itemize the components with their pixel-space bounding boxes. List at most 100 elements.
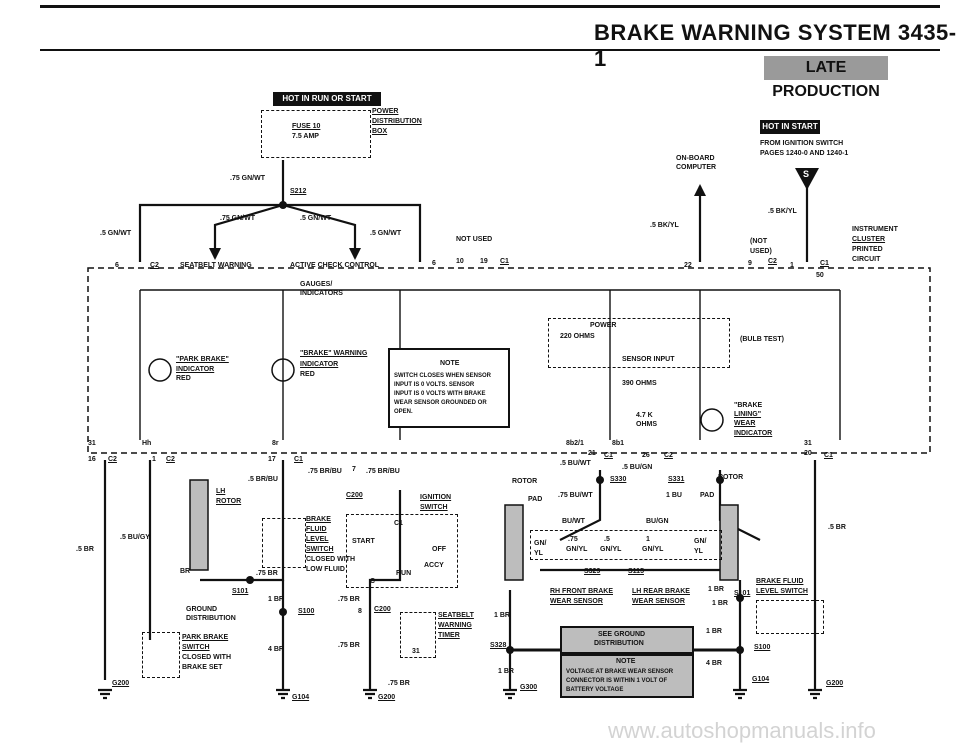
pin-1: 1 <box>790 262 794 269</box>
brake-fluid-label-1: BRAKE <box>306 516 331 523</box>
park-brake-bulb <box>148 358 172 382</box>
pad-label-a: PAD <box>528 496 543 503</box>
wire-label-75br-a: .75 BR <box>256 570 278 577</box>
hot-in-run-or-start-label: HOT IN RUN OR START <box>273 92 381 106</box>
wire-label-br: BR <box>180 568 191 575</box>
splice-label-s212: S212 <box>290 188 307 195</box>
seatbelt-timer-label-3: TIMER <box>438 632 460 639</box>
ground-label-g200-c: G200 <box>826 680 844 687</box>
arrow-seatbelt <box>209 248 221 260</box>
gauges-label-1: GAUGES/ <box>300 281 333 288</box>
dist-box-label-2: DISTRIBUTION <box>372 118 422 125</box>
ignition-switch-label-1: IGNITION <box>420 494 452 501</box>
wire-acc-feed <box>282 203 357 258</box>
sensor-v1: 1 <box>646 536 650 543</box>
wire-label-75br-c: .75 BR <box>338 642 360 649</box>
connector-c1-d: C1 <box>604 452 613 459</box>
brake-warning-bulb <box>271 358 295 382</box>
wire-label-5bkyl-b: .5 BK/YL <box>768 208 797 215</box>
power-label: POWER <box>590 322 617 329</box>
park-brake-switch-box <box>142 632 180 678</box>
pin-20: 20 <box>804 450 812 457</box>
not-used-label-b: (NOT <box>750 238 768 245</box>
pin-16: 16 <box>88 456 96 463</box>
obc-label-2: COMPUTER <box>676 164 717 171</box>
lining-indicator-label-3: WEAR <box>734 420 756 427</box>
rh-rotor-a-shape <box>504 504 524 581</box>
fluid-level-switch-label-1: BRAKE FLUID <box>756 578 804 585</box>
connector-c2-e: C2 <box>664 452 673 459</box>
watermark: www.autoshopmanuals.info <box>608 718 876 743</box>
connector-c2-a: C2 <box>150 262 159 269</box>
s-marker: S <box>803 169 810 179</box>
splice-label-s331: S331 <box>668 476 685 483</box>
wire-label-1br-e: 1 BR <box>712 600 728 607</box>
wire-label-4br-a: 4 BR <box>268 646 284 653</box>
connector-c2-c: C2 <box>108 456 117 463</box>
splice-label-s100-b: S100 <box>754 644 771 651</box>
pin-10: 10 <box>456 258 464 265</box>
dist-box-label-3: BOX <box>372 128 388 135</box>
arrow-active-check <box>349 248 361 260</box>
fuse-label: FUSE 10 <box>292 123 321 130</box>
wire-rotor-a <box>559 470 602 541</box>
sensor-v75: .75 <box>568 536 578 543</box>
note2-title: NOTE <box>616 658 636 665</box>
pin-1-b: 1 <box>152 456 156 463</box>
not-used-label-a: NOT USED <box>456 236 493 243</box>
note-box-cluster: NOTE SWITCH CLOSES WHEN SENSOR INPUT IS … <box>388 348 510 428</box>
fluid-level-switch-box <box>756 600 824 634</box>
wire-label-1br-b: 1 BR <box>494 612 510 619</box>
note-box-sensor: NOTE VOLTAGE AT BRAKE WEAR SENSOR CONNEC… <box>560 654 694 698</box>
brake-fluid-label-2: FLUID <box>306 526 327 533</box>
ignition-c: C <box>370 578 376 585</box>
splice-s101b <box>736 594 744 602</box>
lh-rotor-label-2: ROTOR <box>216 498 242 505</box>
ground-symbol-g104a <box>276 688 290 700</box>
pin-hh: Hh <box>142 440 152 447</box>
seatbelt-timer-box <box>400 612 436 658</box>
splice-s212 <box>279 201 287 209</box>
pin-9: 9 <box>748 260 752 267</box>
ignition-switch-label-2: SWITCH <box>420 504 448 511</box>
splice-s330 <box>596 476 604 484</box>
wire-seatbelt-feed <box>213 203 284 258</box>
wire-label-1br-a: 1 BR <box>268 596 284 603</box>
lining-indicator-label-4: INDICATOR <box>734 430 773 437</box>
page-title: BRAKE WARNING SYSTEM 3435-1 <box>594 20 957 71</box>
ground-label-g200-b: G200 <box>378 694 396 701</box>
brake-fluid-label-6: LOW FLUID <box>306 566 345 573</box>
brake-fluid-label-3: LEVEL <box>306 536 329 543</box>
resistor-47k-label-1: 4.7 K <box>636 412 653 419</box>
sensor-input-label: SENSOR INPUT <box>622 356 675 363</box>
splice-s328 <box>506 646 514 654</box>
splice-s331 <box>716 476 724 484</box>
park-brake-indicator-label-3: RED <box>176 375 191 382</box>
wire-label-1br-f: 1 BR <box>706 628 722 635</box>
sensor-gnyl-a: GN/YL <box>566 546 588 553</box>
connector-c2-d: C2 <box>166 456 175 463</box>
wire-label-5gnwt-a: .5 GN/WT <box>300 215 332 222</box>
brake-warning-indicator-label-2: INDICATOR <box>300 361 339 368</box>
splice-label-s115: S115 <box>628 568 644 575</box>
hot-in-start-label: HOT IN START <box>760 120 820 134</box>
see-ground-label-1: SEE GROUND <box>598 631 646 638</box>
note-line-2: INPUT IS 0 VOLTS. SENSOR <box>394 382 475 388</box>
wire-right-branch <box>283 203 422 262</box>
note-line-3: INPUT IS 0 VOLTS WITH BRAKE <box>394 391 486 397</box>
wire-label-75br-d: .75 BR <box>388 680 410 687</box>
connector-8: 8 <box>358 608 362 615</box>
ignition-c1: C1 <box>394 520 403 527</box>
fluid-level-switch-label-2: LEVEL SWITCH <box>756 588 808 595</box>
ground-symbol-g200a <box>98 688 112 700</box>
wire-label-5gnwt-b: .5 GN/WT <box>100 230 132 237</box>
lh-rotor-label-1: LH <box>216 488 226 495</box>
ground-symbol-g300 <box>503 688 517 700</box>
splice-label-s328: S328 <box>490 642 507 649</box>
ignition-run: RUN <box>396 570 412 577</box>
brake-fluid-switch-box <box>262 518 306 568</box>
sensor-gnyl-c: GN/YL <box>642 546 664 553</box>
note-line-4: WEAR SENSOR GROUNDED OR <box>394 400 487 406</box>
ground-label-g300: G300 <box>520 684 538 691</box>
sensor-gnyl-d1: GN/ <box>694 538 707 545</box>
